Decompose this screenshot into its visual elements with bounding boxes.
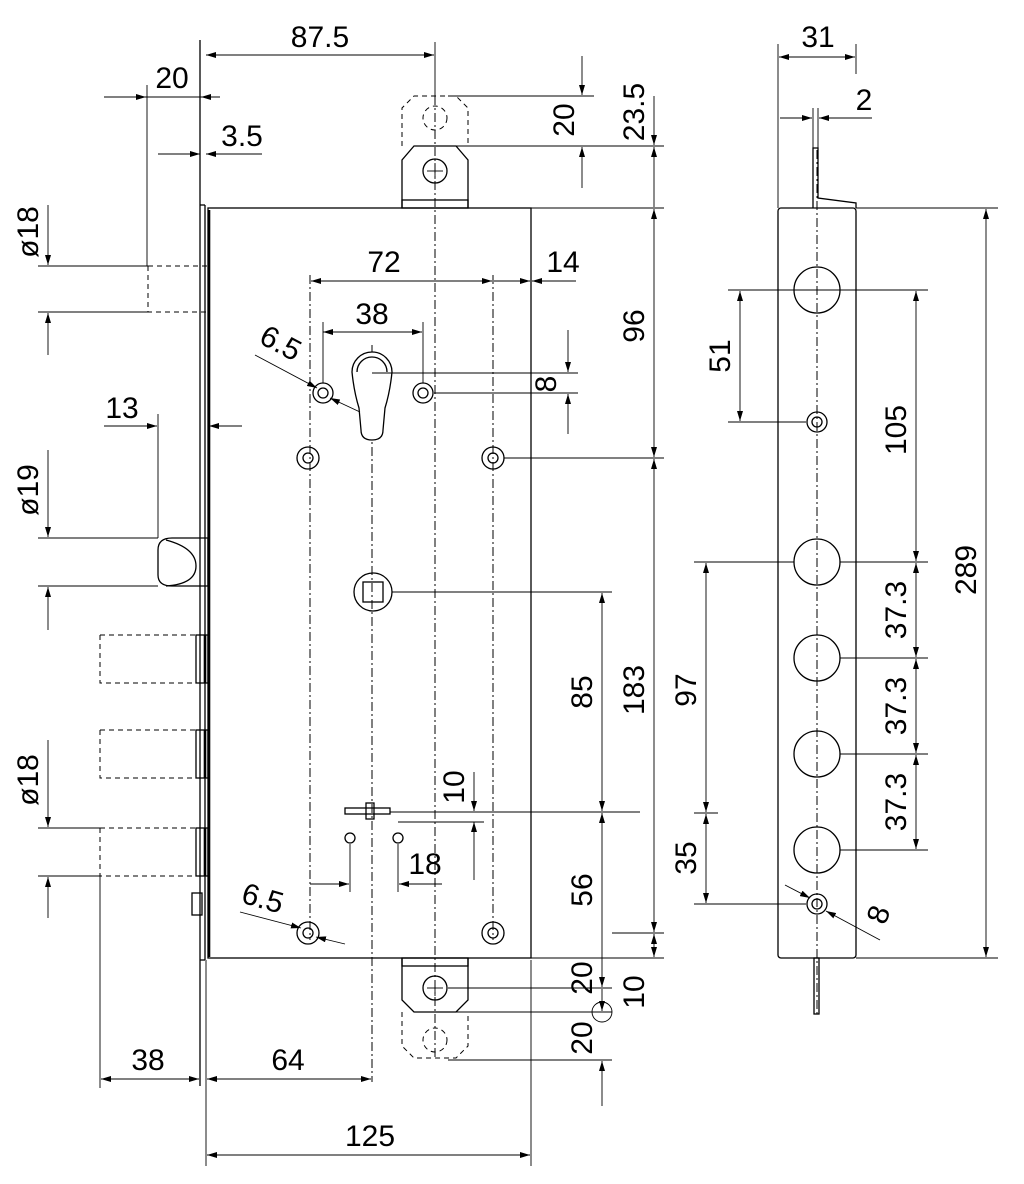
dim-dia18-lower: ø18 — [12, 754, 45, 806]
dim-125: 125 — [345, 1120, 395, 1153]
dim-20-strike-bottom-a: 20 — [566, 961, 599, 994]
dim-13: 13 — [105, 392, 138, 425]
deadbolt-heads — [191, 634, 209, 916]
dim-6-5-top: 6.5 — [254, 319, 306, 368]
dim-87-5: 87.5 — [291, 21, 349, 54]
top-rod — [812, 147, 857, 208]
dim-35: 35 — [670, 841, 703, 874]
dim-97: 97 — [670, 673, 703, 706]
screw-hole-lower-right — [481, 921, 505, 945]
screw-hole-cyl-left — [312, 382, 334, 404]
dim-38-cylinder: 38 — [355, 298, 388, 331]
side-dimension-lines — [694, 44, 998, 959]
dim-dia18-upper: ø18 — [12, 206, 45, 258]
dim-20-top: 20 — [155, 62, 188, 95]
dimension-labels: 87.5 20 3.5 ø18 13 ø19 ø18 38 64 125 72 … — [12, 21, 983, 1153]
dim-105: 105 — [880, 405, 913, 455]
dim-14: 14 — [546, 246, 579, 279]
handle-spindle — [353, 572, 393, 612]
dim-85: 85 — [566, 675, 599, 708]
deadbolts-dashed — [99, 634, 196, 877]
bottom-pins — [344, 802, 404, 844]
dim-38-bottom: 38 — [131, 1044, 164, 1077]
dim-8-side: 8 — [861, 901, 898, 928]
centerlines — [309, 96, 494, 1082]
dim-183: 183 — [618, 665, 651, 715]
dim-96: 96 — [618, 309, 651, 342]
dim-37-3-a: 37.3 — [880, 581, 913, 639]
dim-51: 51 — [704, 339, 737, 372]
screw-hole-lower-left — [296, 921, 320, 945]
screw-hole-cyl-right — [412, 382, 434, 404]
dim-289: 289 — [950, 545, 983, 595]
side-bolt-hole-3 — [793, 634, 841, 682]
side-view — [694, 44, 998, 1015]
dim-64: 64 — [271, 1044, 304, 1077]
dim-72: 72 — [367, 246, 400, 279]
dim-dia19: ø19 — [12, 464, 45, 516]
front-view — [38, 40, 664, 1166]
front-dimension-lines — [38, 42, 664, 1166]
dim-20-strike-top: 20 — [548, 103, 581, 136]
dim-2: 2 — [856, 84, 873, 117]
screw-holes — [296, 382, 505, 945]
bottom-strike-plate — [401, 958, 469, 1013]
dim-23-5: 23.5 — [618, 83, 651, 141]
faceplate — [199, 40, 206, 1086]
dim-10-mid: 10 — [438, 770, 471, 803]
dim-6-5-bottom: 6.5 — [238, 877, 287, 920]
dim-37-3-b: 37.3 — [880, 677, 913, 735]
dim-3-5: 3.5 — [221, 120, 263, 153]
dim-37-3-c: 37.3 — [880, 773, 913, 831]
dim-31: 31 — [801, 21, 834, 54]
screw-hole-upper-left — [296, 446, 320, 470]
dim-56: 56 — [566, 873, 599, 906]
dim-20-strike-bottom-b: 20 — [566, 1021, 599, 1054]
dim-8-front: 8 — [530, 376, 563, 393]
top-bolt-dashed — [147, 265, 208, 313]
bottom-strike-dashed — [401, 1012, 469, 1059]
dim-10-bottom: 10 — [618, 975, 651, 1008]
dim-18: 18 — [408, 848, 441, 881]
top-strike-plate — [401, 145, 469, 208]
